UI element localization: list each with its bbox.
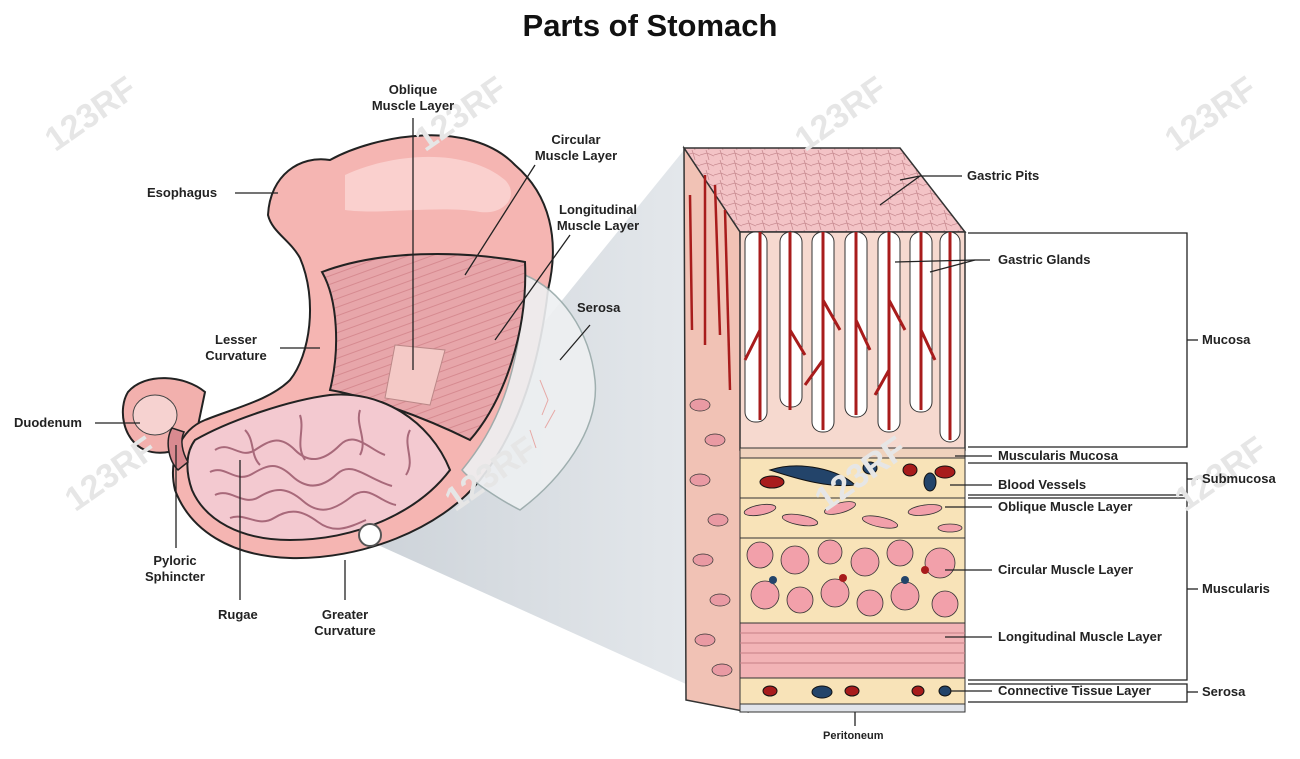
label-oblique-muscle-layer-section: Oblique Muscle Layer (998, 499, 1133, 514)
label-line: Greater (321, 607, 369, 622)
circular-layer-front (739, 537, 966, 624)
label-line: Muscle Layer (371, 98, 455, 113)
label-line: Muscle Layer (534, 148, 618, 163)
label-line: Longitudinal (559, 202, 637, 217)
tissue-cross-section (682, 145, 967, 713)
label-group-submucosa: Submucosa (1202, 471, 1276, 486)
magnifier-circle (358, 523, 382, 547)
label-pyloric-sphincter: Pyloric Sphincter (135, 553, 215, 585)
label-gastric-glands: Gastric Glands (998, 252, 1091, 267)
label-line: Sphincter (145, 569, 205, 584)
label-gastric-pits: Gastric Pits (967, 168, 1040, 183)
label-line: Oblique (388, 82, 438, 97)
longitudinal-layer-front (739, 622, 966, 679)
label-muscularis-mucosa: Muscularis Mucosa (998, 448, 1118, 463)
label-line: Curvature (314, 623, 376, 638)
circular-cells (746, 539, 959, 618)
group-brackets (968, 232, 1198, 703)
label-peritoneum: Peritoneum (823, 730, 884, 742)
leader-lines (95, 118, 992, 726)
circular-vessels (769, 566, 929, 584)
label-circular-muscle-layer-section: Circular Muscle Layer (998, 562, 1134, 577)
label-lesser-curvature: Lesser Curvature (196, 332, 276, 364)
muscle-layer-window (320, 253, 527, 442)
label-greater-curvature: Greater Curvature (305, 607, 385, 639)
label-serosa-stomach: Serosa (577, 300, 621, 315)
submucosa-vessels (759, 461, 956, 492)
page-title: Parts of Stomach (522, 8, 778, 43)
label-duodenum: Duodenum (14, 415, 82, 430)
left-face-vessels (688, 175, 732, 391)
label-rugae: Rugae (218, 607, 258, 622)
stomach-illustration (121, 134, 597, 560)
rugae-folds (209, 409, 411, 530)
label-longitudinal-muscle-layer: Longitudinal Muscle Layer (540, 202, 656, 234)
label-blood-vessels: Blood Vessels (998, 477, 1087, 492)
label-line: Pyloric (153, 553, 197, 568)
label-line: Curvature (205, 348, 267, 363)
oblique-cells (743, 501, 963, 533)
connective-vessels (762, 685, 952, 699)
label-circular-muscle-layer: Circular Muscle Layer (518, 132, 634, 164)
label-group-serosa: Serosa (1202, 684, 1246, 699)
oblique-patch (384, 344, 446, 406)
longitudinal-bands (740, 632, 965, 664)
label-line: Circular (551, 132, 601, 147)
label-connective-tissue-layer: Connective Tissue Layer (998, 683, 1151, 698)
label-line: Lesser (215, 332, 257, 347)
label-oblique-muscle-layer: Oblique Muscle Layer (355, 82, 471, 114)
serosa-flap (461, 273, 597, 511)
label-esophagus: Esophagus (147, 185, 218, 200)
esophagus-highlight (345, 156, 511, 213)
label-line: Muscle Layer (556, 218, 640, 233)
stomach-interior (186, 393, 452, 542)
left-face-cells (689, 398, 733, 677)
label-longitudinal-muscle-layer-section: Longitudinal Muscle Layer (998, 629, 1162, 644)
pyloric-sphincter-shape (167, 427, 189, 472)
label-group-mucosa: Mucosa (1202, 332, 1251, 347)
peritoneum-band (739, 703, 966, 713)
label-group-muscularis: Muscularis (1202, 581, 1270, 596)
duodenum-opening (132, 394, 178, 436)
